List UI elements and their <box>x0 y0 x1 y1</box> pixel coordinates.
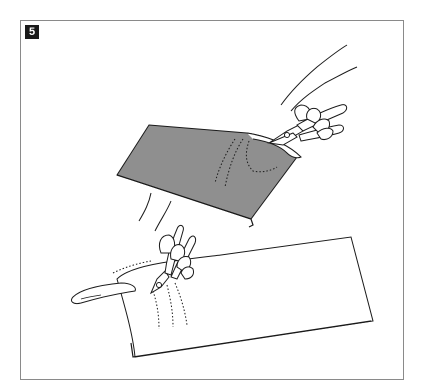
bottom-sheet <box>117 237 373 357</box>
instruction-panel: 5 <box>20 20 404 380</box>
top-sheet-cut-illustration <box>117 45 357 227</box>
bottom-sheet-cut-illustration <box>71 193 373 357</box>
top-hand <box>281 45 357 140</box>
instruction-illustration <box>21 21 405 381</box>
